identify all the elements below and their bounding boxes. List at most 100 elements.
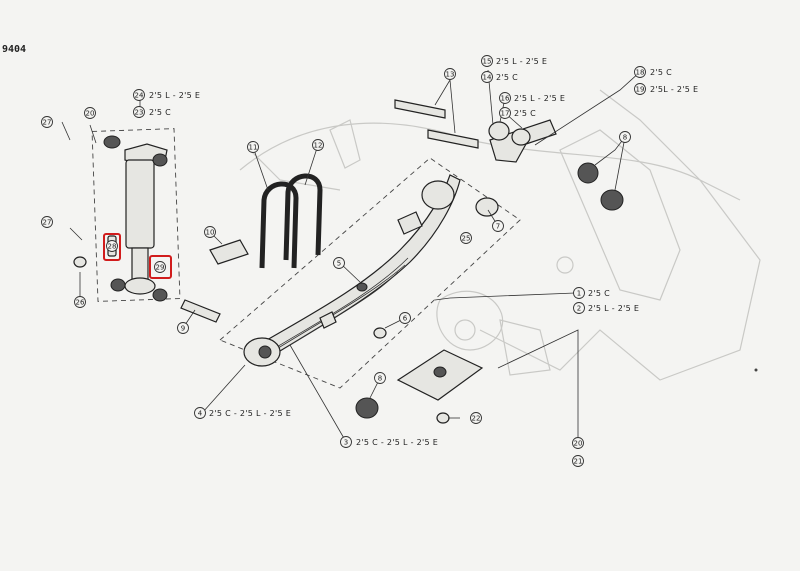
svg-text:2: 2 bbox=[577, 305, 581, 313]
svg-text:13: 13 bbox=[446, 71, 455, 79]
shock-lower-eye bbox=[124, 277, 156, 295]
svg-text:10: 10 bbox=[206, 229, 215, 237]
svg-text:26: 26 bbox=[76, 299, 85, 307]
svg-text:4: 4 bbox=[198, 410, 203, 418]
svg-text:27: 27 bbox=[43, 119, 52, 127]
svg-text:1: 1 bbox=[577, 290, 581, 298]
u-bolts-group bbox=[209, 173, 323, 269]
shackle-group bbox=[394, 99, 624, 211]
callout-17: 17 2'5 C bbox=[499, 107, 536, 119]
svg-text:20: 20 bbox=[574, 440, 583, 448]
callout-2: 2 2'5 L - 2'5 E bbox=[573, 302, 639, 314]
svg-text:12: 12 bbox=[314, 142, 323, 150]
svg-text:3: 3 bbox=[344, 439, 348, 447]
svg-text:9: 9 bbox=[181, 325, 185, 333]
callout-20-lower: 20 bbox=[572, 437, 584, 449]
svg-text:14: 14 bbox=[483, 74, 492, 82]
bushing-17 bbox=[488, 121, 510, 141]
svg-text:24: 24 bbox=[135, 92, 144, 100]
highlight-box-28 bbox=[103, 233, 121, 261]
svg-text:23: 23 bbox=[135, 109, 144, 117]
svg-text:11: 11 bbox=[249, 144, 258, 152]
callout-12: 12 bbox=[312, 139, 324, 151]
svg-text:2'5 C: 2'5 C bbox=[149, 108, 171, 117]
svg-text:17: 17 bbox=[501, 110, 510, 118]
svg-text:15: 15 bbox=[483, 58, 492, 66]
svg-text:2'5 C: 2'5 C bbox=[588, 289, 610, 298]
callouts: 1 2'5 C 2 2'5 L - 2'5 E 3 2'5 C - 2'5 L - 2… bbox=[41, 55, 698, 467]
svg-text:2'5L - 2'5 E: 2'5L - 2'5 E bbox=[650, 85, 698, 94]
svg-text:2'5 L - 2'5 E: 2'5 L - 2'5 E bbox=[496, 57, 547, 66]
spring-rear-eye bbox=[421, 180, 455, 210]
nut-8-upper bbox=[577, 162, 599, 184]
highlight-boxes bbox=[103, 233, 172, 279]
nut-8-bottom bbox=[355, 397, 379, 419]
leaf-spring-group bbox=[219, 157, 521, 389]
svg-text:28: 28 bbox=[108, 243, 117, 251]
svg-text:21: 21 bbox=[574, 458, 583, 466]
callout-8-upper: 8 bbox=[619, 131, 631, 143]
callout-27-upper: 27 bbox=[41, 116, 53, 128]
washer-26 bbox=[73, 256, 87, 268]
center-bolt bbox=[356, 282, 368, 292]
svg-text:8: 8 bbox=[623, 134, 627, 142]
callout-1: 1 2'5 C bbox=[573, 287, 610, 299]
upper-nut bbox=[152, 153, 168, 167]
callout-29: 29 bbox=[154, 261, 166, 273]
callout-27-lower: 27 bbox=[41, 216, 53, 228]
svg-text:19: 19 bbox=[636, 86, 645, 94]
callout-13: 13 bbox=[444, 68, 456, 80]
page-reference: 9404 bbox=[2, 44, 27, 55]
bushing-16 bbox=[511, 128, 531, 146]
lower-nut bbox=[152, 288, 168, 302]
callout-9: 9 bbox=[177, 322, 189, 334]
bolt-13-upper bbox=[394, 99, 446, 119]
callout-25: 25 bbox=[460, 232, 472, 244]
callout-24: 24 2'5 L - 2'5 E bbox=[133, 89, 200, 101]
callout-22: 22 bbox=[470, 412, 482, 424]
callout-6: 6 bbox=[399, 312, 411, 324]
callout-10: 10 bbox=[204, 226, 216, 238]
callout-7: 7 bbox=[492, 220, 504, 232]
svg-text:22: 22 bbox=[472, 415, 481, 423]
highlight-box-29 bbox=[149, 255, 172, 279]
shock-body bbox=[125, 159, 155, 249]
callout-3: 3 2'5 C - 2'5 L - 2'5 E bbox=[340, 436, 438, 448]
front-eye-bushing bbox=[258, 345, 272, 359]
callout-11: 11 bbox=[247, 141, 259, 153]
svg-text:7: 7 bbox=[496, 223, 500, 231]
seat-center bbox=[433, 366, 447, 378]
svg-text:2'5 C - 2'5 L - 2'5 E: 2'5 C - 2'5 L - 2'5 E bbox=[356, 438, 438, 447]
svg-text:2'5 L - 2'5 E: 2'5 L - 2'5 E bbox=[588, 304, 639, 313]
callout-21: 21 bbox=[572, 455, 584, 467]
svg-text:8: 8 bbox=[378, 375, 382, 383]
upper-bushing bbox=[103, 135, 121, 149]
stray-mark bbox=[754, 368, 758, 372]
clamp-plate-10 bbox=[209, 239, 249, 265]
callout-23: 23 2'5 C bbox=[133, 106, 171, 118]
svg-text:29: 29 bbox=[156, 264, 165, 272]
svg-text:5: 5 bbox=[337, 260, 341, 268]
lower-bushing bbox=[110, 278, 126, 292]
nut-8-lower bbox=[600, 189, 624, 211]
svg-text:18: 18 bbox=[636, 69, 645, 77]
svg-text:16: 16 bbox=[501, 95, 510, 103]
svg-text:27: 27 bbox=[43, 219, 52, 227]
callout-20-upper: 20 bbox=[84, 107, 96, 119]
bolt-13-lower bbox=[427, 129, 479, 149]
callout-19: 19 2'5L - 2'5 E bbox=[634, 83, 698, 95]
svg-text:2'5 C: 2'5 C bbox=[650, 68, 672, 77]
svg-text:2'5 L - 2'5 E: 2'5 L - 2'5 E bbox=[149, 91, 200, 100]
callout-8-lower: 8 bbox=[374, 372, 386, 384]
svg-text:2'5 C: 2'5 C bbox=[514, 109, 536, 118]
washer-22 bbox=[436, 412, 450, 424]
callout-18: 18 2'5 C bbox=[634, 66, 672, 78]
svg-text:2'5 C: 2'5 C bbox=[496, 73, 518, 82]
callout-14: 14 2'5 C bbox=[481, 71, 518, 83]
washer-6 bbox=[373, 327, 387, 339]
callout-26: 26 bbox=[74, 296, 86, 308]
shock-rod bbox=[131, 247, 149, 283]
spring-clip bbox=[397, 211, 423, 235]
